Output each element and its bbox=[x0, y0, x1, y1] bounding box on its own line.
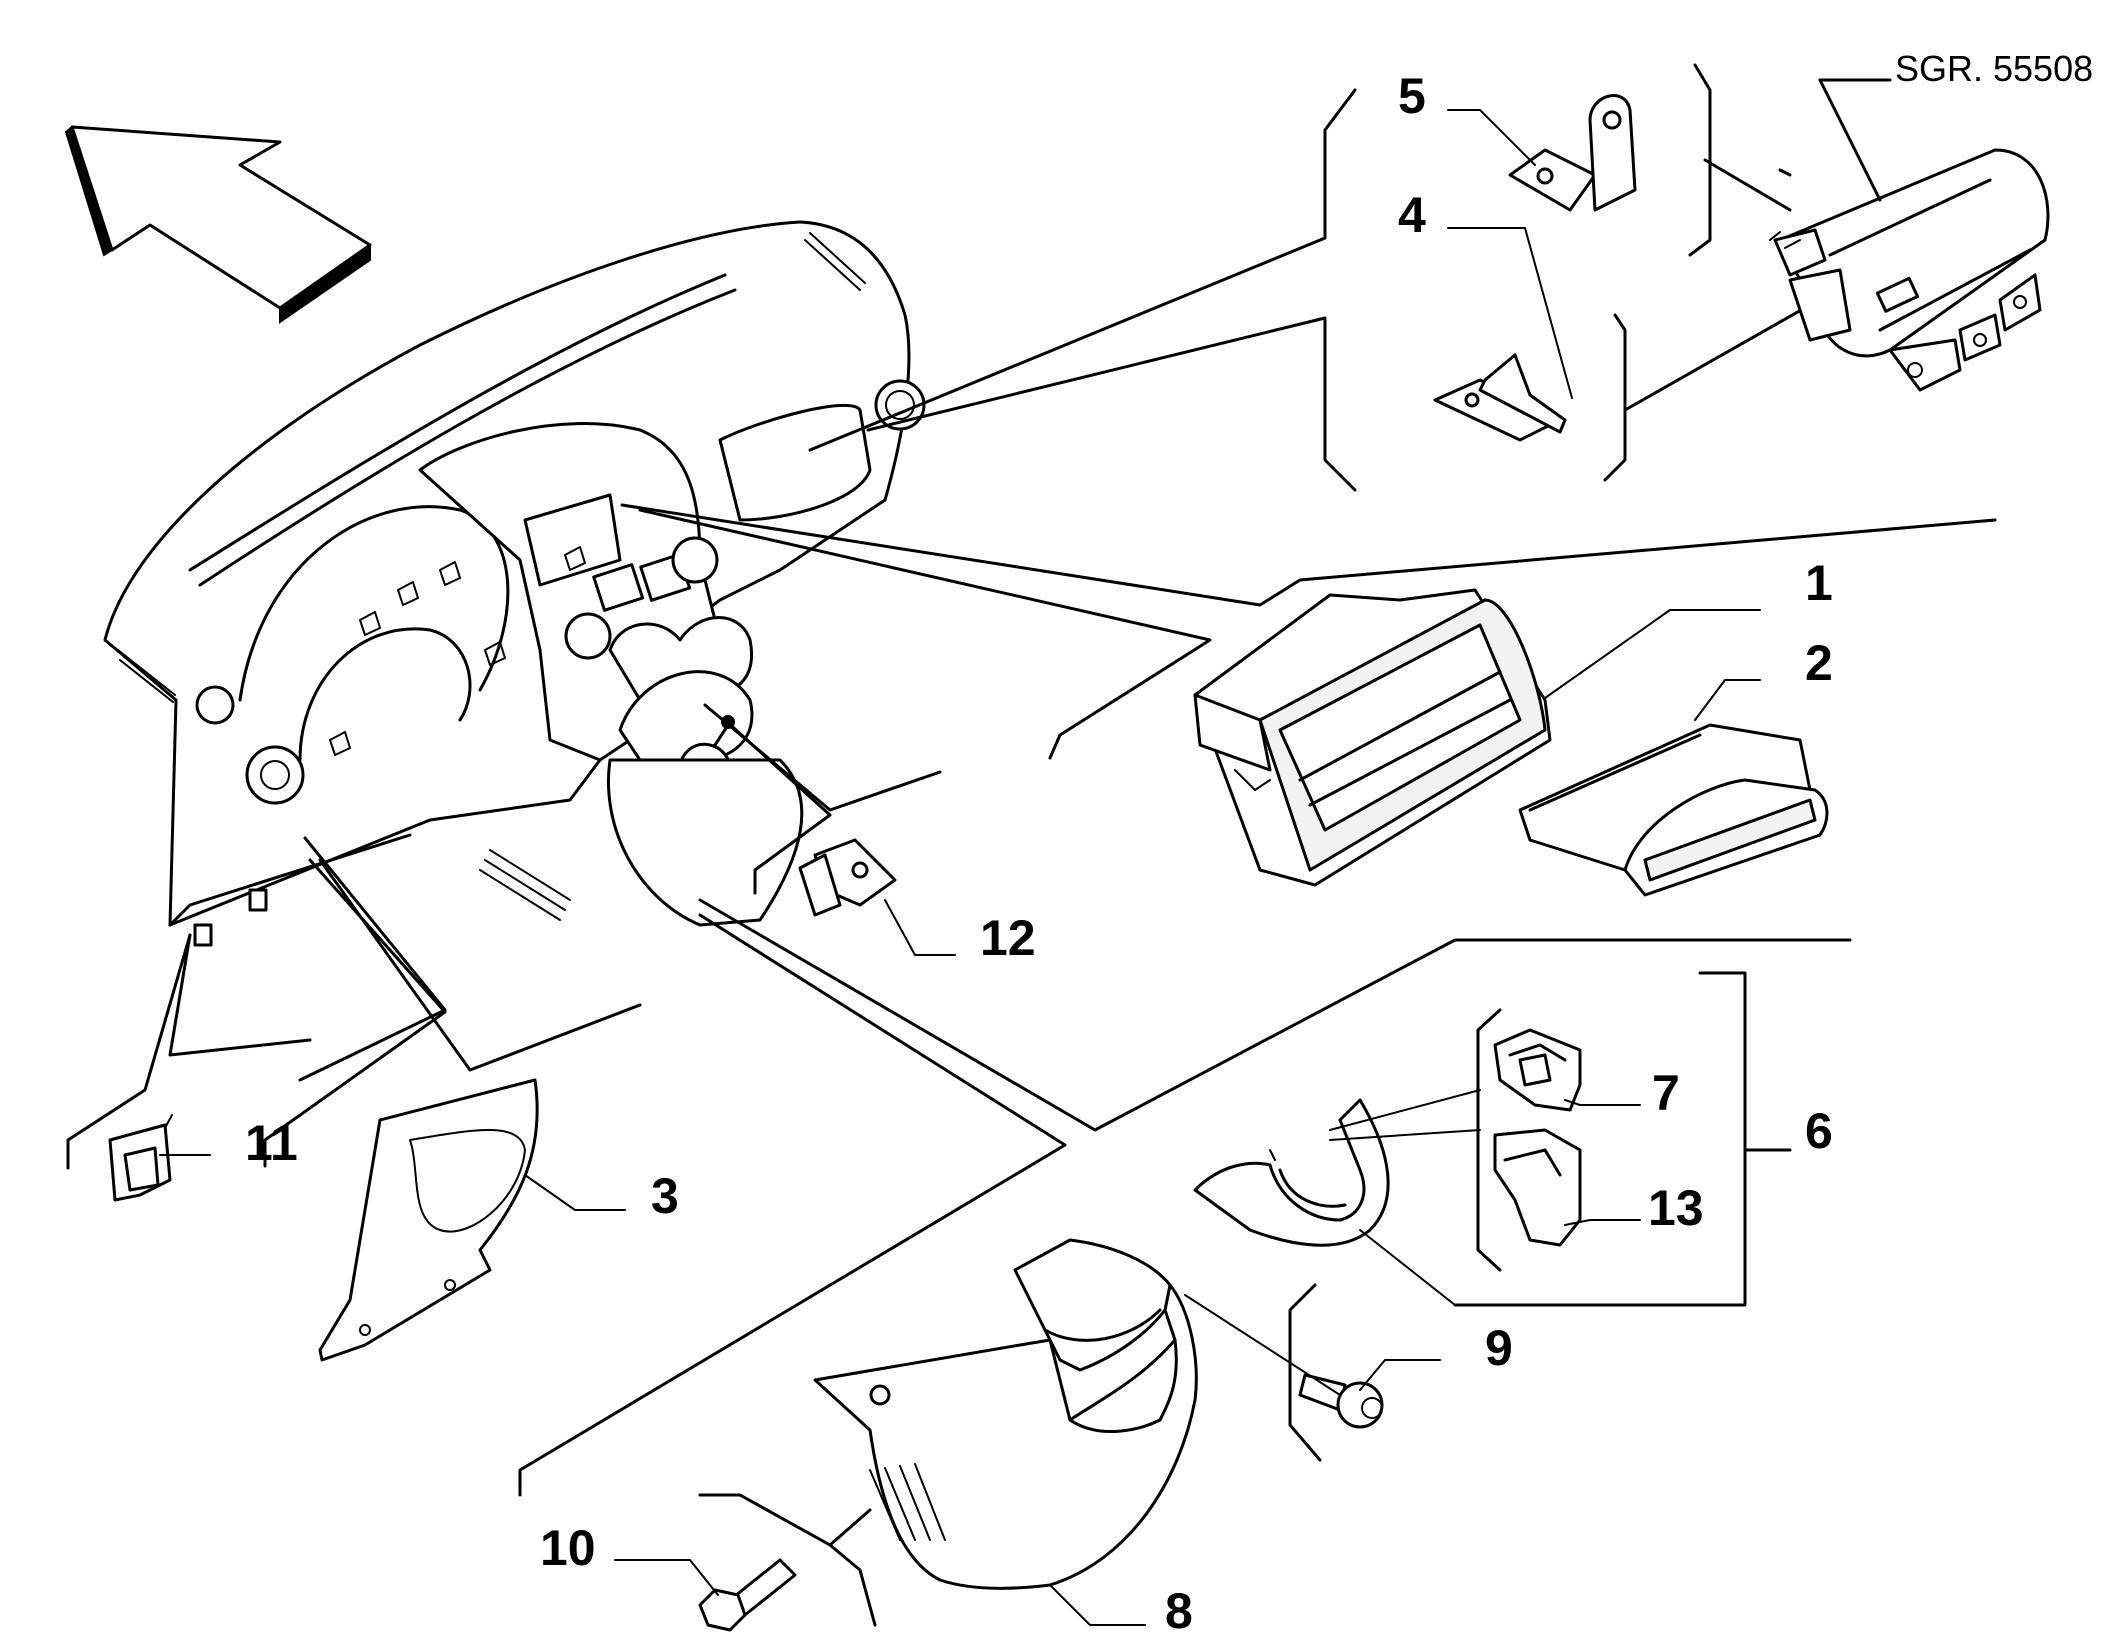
part-4-bracket bbox=[1433, 227, 1573, 442]
callout-1: 1 bbox=[1805, 555, 1833, 611]
leader-lines bbox=[66, 88, 1997, 1497]
callout-9: 9 bbox=[1485, 1320, 1513, 1376]
callout-6: 6 bbox=[1805, 1103, 1833, 1159]
part-7-clip bbox=[1493, 1028, 1641, 1112]
part-10-bolt bbox=[614, 1493, 877, 1632]
group-brackets-4-5 bbox=[1603, 63, 1812, 482]
part-13-clip bbox=[1493, 1128, 1641, 1247]
callout-7: 7 bbox=[1652, 1065, 1680, 1121]
callout-5: 5 bbox=[1398, 68, 1426, 124]
part-3-side-trim bbox=[318, 1078, 626, 1362]
callout-13: 13 bbox=[1648, 1180, 1704, 1236]
part-6-group-bracket bbox=[1453, 971, 1792, 1307]
callout-2: 2 bbox=[1805, 635, 1833, 691]
callout-10: 10 bbox=[540, 1520, 596, 1576]
callout-3: 3 bbox=[651, 1168, 679, 1224]
part-9-screw bbox=[1184, 1283, 1441, 1462]
callout-11: 11 bbox=[245, 1115, 298, 1171]
part-1-radio-frame bbox=[1193, 588, 1761, 887]
part-12-clip bbox=[798, 838, 956, 956]
part-11-clip bbox=[108, 1114, 211, 1202]
callout-12: 12 bbox=[980, 910, 1036, 966]
callout-8: 8 bbox=[1165, 1583, 1193, 1639]
part-2-storage-tray bbox=[1518, 679, 1829, 897]
part-5-bracket bbox=[1447, 94, 1637, 212]
airbag-module bbox=[1769, 78, 2050, 392]
direction-arrow bbox=[64, 125, 372, 324]
reference-code: SGR. 55508 bbox=[1895, 48, 2093, 89]
part-8-lower-shroud bbox=[813, 1238, 1198, 1626]
part-6-trim-ring bbox=[1193, 1089, 1481, 1306]
callout-4: 4 bbox=[1398, 187, 1426, 243]
